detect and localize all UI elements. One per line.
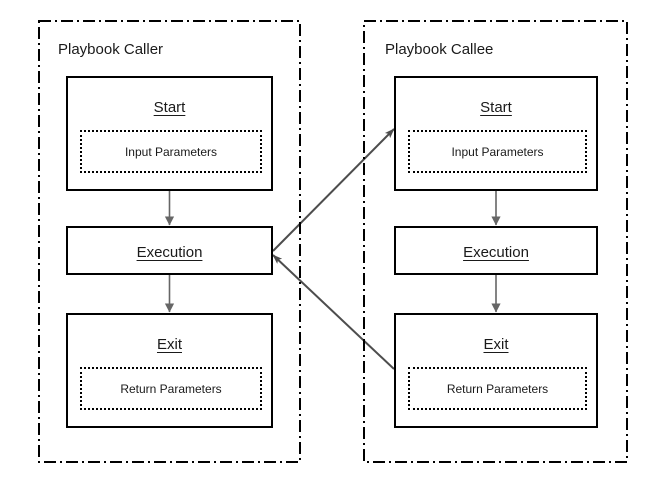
param-label-callee-input: Input Parameters — [451, 144, 544, 159]
node-caller-execution-title: Execution — [136, 244, 203, 261]
node-callee-execution[interactable]: Execution — [394, 226, 598, 275]
param-label-callee-return: Return Parameters — [446, 381, 549, 396]
node-callee-start-title: Start — [480, 99, 512, 116]
node-callee-exit[interactable]: Exit Return Parameters — [394, 313, 598, 428]
lane-callee-title: Playbook Callee — [385, 41, 494, 58]
node-caller-start[interactable]: Start Input Parameters — [66, 76, 273, 191]
node-callee-execution-title: Execution — [463, 244, 529, 261]
param-box-caller-input: Input Parameters — [80, 130, 262, 173]
node-callee-start[interactable]: Start Input Parameters — [394, 76, 598, 191]
node-caller-exit-title: Exit — [156, 336, 182, 353]
node-callee-exit-title: Exit — [483, 336, 509, 353]
param-label-caller-return: Return Parameters — [120, 381, 222, 396]
node-caller-start-title: Start — [153, 99, 186, 116]
param-box-caller-return: Return Parameters — [80, 367, 262, 410]
param-label-caller-input: Input Parameters — [124, 144, 218, 159]
param-box-callee-input: Input Parameters — [408, 130, 587, 173]
node-caller-exit[interactable]: Exit Return Parameters — [66, 313, 273, 428]
node-caller-execution[interactable]: Execution — [66, 226, 273, 275]
param-box-callee-return: Return Parameters — [408, 367, 587, 410]
